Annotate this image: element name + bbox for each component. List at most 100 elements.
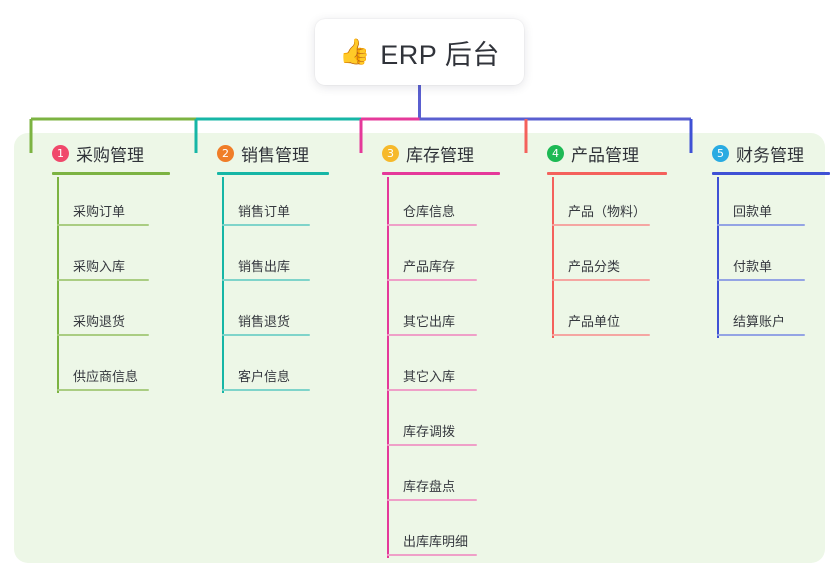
branch-underline	[547, 172, 667, 175]
leaf-label: 采购退货	[73, 314, 126, 329]
branch-header-2[interactable]: 2 销售管理	[191, 133, 331, 175]
leaf-list: 产品（物料） 产品分类产品单位	[521, 177, 666, 342]
branch-title: 销售管理	[241, 145, 309, 165]
leaf-label: 产品分类	[568, 259, 621, 274]
leaf-label: 销售出库	[238, 259, 291, 274]
leaf-underline	[222, 224, 310, 226]
branch-underline	[217, 172, 329, 175]
leaf-underline	[222, 279, 310, 281]
leaf-list: 采购订单采购入库采购退货供应商信息	[26, 177, 166, 397]
thumbs-up-icon: 👍	[339, 37, 371, 66]
leaf-underline	[57, 224, 149, 226]
branch-underline	[382, 172, 500, 175]
leaf-label: 客户信息	[238, 369, 291, 384]
leaf-item[interactable]: 库存调拨	[356, 397, 496, 452]
branch-spine	[57, 177, 59, 393]
leaf-underline	[717, 279, 805, 281]
leaf-label: 出库库明细	[403, 534, 469, 549]
leaf-item[interactable]: 销售退货	[191, 287, 331, 342]
branch-header-3[interactable]: 3 库存管理	[356, 133, 500, 175]
leaf-underline	[57, 389, 149, 391]
leaf-item[interactable]: 出库库明细	[356, 507, 496, 562]
leaf-label: 销售订单	[238, 204, 291, 219]
leaf-label: 付款单	[733, 259, 773, 274]
branch-column-4: 4 产品管理产品（物料） 产品分类产品单位	[521, 133, 667, 342]
leaf-underline	[552, 334, 650, 336]
branch-number-badge: 5	[712, 144, 729, 162]
branch-underline	[712, 172, 830, 175]
branch-number-badge: 3	[382, 144, 399, 162]
leaf-item[interactable]: 产品（物料）	[521, 177, 666, 232]
leaf-item[interactable]: 仓库信息	[356, 177, 496, 232]
leaf-underline	[387, 389, 477, 391]
branch-number-badge: 2	[217, 144, 234, 162]
leaf-underline	[552, 224, 650, 226]
branch-title: 库存管理	[406, 145, 474, 165]
root-title: ERP 后台	[380, 39, 500, 70]
branch-spine	[717, 177, 719, 338]
leaf-underline	[222, 334, 310, 336]
leaf-underline	[717, 224, 805, 226]
leaf-label: 产品库存	[403, 259, 456, 274]
branch-column-1: 1 采购管理采购订单采购入库采购退货供应商信息	[26, 133, 170, 397]
leaf-label: 其它入库	[403, 369, 456, 384]
leaf-item[interactable]: 其它出库	[356, 287, 496, 342]
leaf-label: 销售退货	[238, 314, 291, 329]
branch-header-1[interactable]: 1 采购管理	[26, 133, 170, 175]
branch-number-badge: 4	[547, 144, 564, 162]
leaf-list: 销售订单销售出库销售退货客户信息	[191, 177, 331, 397]
leaf-item[interactable]: 付款单	[686, 232, 826, 287]
leaf-label: 供应商信息	[73, 369, 139, 384]
leaf-item[interactable]: 采购订单	[26, 177, 166, 232]
branch-header-5[interactable]: 5 财务管理	[686, 133, 830, 175]
leaf-underline	[57, 334, 149, 336]
leaf-label: 采购订单	[73, 204, 126, 219]
leaf-item[interactable]: 产品单位	[521, 287, 666, 342]
leaf-underline	[57, 279, 149, 281]
leaf-label: 结算账户	[733, 314, 786, 329]
leaf-underline	[222, 389, 310, 391]
branch-number-badge: 1	[52, 144, 69, 162]
branch-spine	[552, 177, 554, 338]
leaf-label: 仓库信息	[403, 204, 456, 219]
leaf-underline	[387, 444, 477, 446]
branch-column-2: 2 销售管理销售订单销售出库销售退货客户信息	[191, 133, 331, 397]
leaf-underline	[387, 334, 477, 336]
leaf-underline	[387, 279, 477, 281]
leaf-item[interactable]: 销售出库	[191, 232, 331, 287]
leaf-item[interactable]: 客户信息	[191, 342, 331, 397]
branch-column-3: 3 库存管理仓库信息产品库存其它出库其它入库库存调拨库存盘点出库库明细	[356, 133, 500, 562]
branch-title: 采购管理	[76, 145, 144, 165]
leaf-item[interactable]: 结算账户	[686, 287, 826, 342]
leaf-item[interactable]: 产品库存	[356, 232, 496, 287]
leaf-list: 仓库信息产品库存其它出库其它入库库存调拨库存盘点出库库明细	[356, 177, 496, 562]
leaf-item[interactable]: 库存盘点	[356, 452, 496, 507]
leaf-item[interactable]: 采购入库	[26, 232, 166, 287]
leaf-underline	[387, 554, 477, 556]
leaf-item[interactable]: 产品分类	[521, 232, 666, 287]
leaf-label: 产品单位	[568, 314, 621, 329]
leaf-label: 产品（物料）	[568, 204, 647, 219]
leaf-underline	[387, 224, 477, 226]
leaf-item[interactable]: 回款单	[686, 177, 826, 232]
branch-underline	[52, 172, 170, 175]
leaf-label: 其它出库	[403, 314, 456, 329]
leaf-label: 库存盘点	[403, 479, 456, 494]
leaf-item[interactable]: 销售订单	[191, 177, 331, 232]
leaf-underline	[387, 499, 477, 501]
leaf-label: 采购入库	[73, 259, 126, 274]
leaf-item[interactable]: 供应商信息	[26, 342, 166, 397]
branches-panel	[14, 133, 825, 563]
leaf-label: 回款单	[733, 204, 773, 219]
branch-title: 产品管理	[571, 145, 639, 165]
branch-header-4[interactable]: 4 产品管理	[521, 133, 667, 175]
leaf-list: 回款单付款单结算账户	[686, 177, 826, 342]
leaf-underline	[552, 279, 650, 281]
branch-column-5: 5 财务管理回款单付款单结算账户	[686, 133, 830, 342]
branch-spine	[222, 177, 224, 393]
root-node[interactable]: 👍 ERP 后台	[315, 19, 524, 85]
leaf-item[interactable]: 其它入库	[356, 342, 496, 397]
branch-title: 财务管理	[736, 145, 804, 165]
leaf-item[interactable]: 采购退货	[26, 287, 166, 342]
